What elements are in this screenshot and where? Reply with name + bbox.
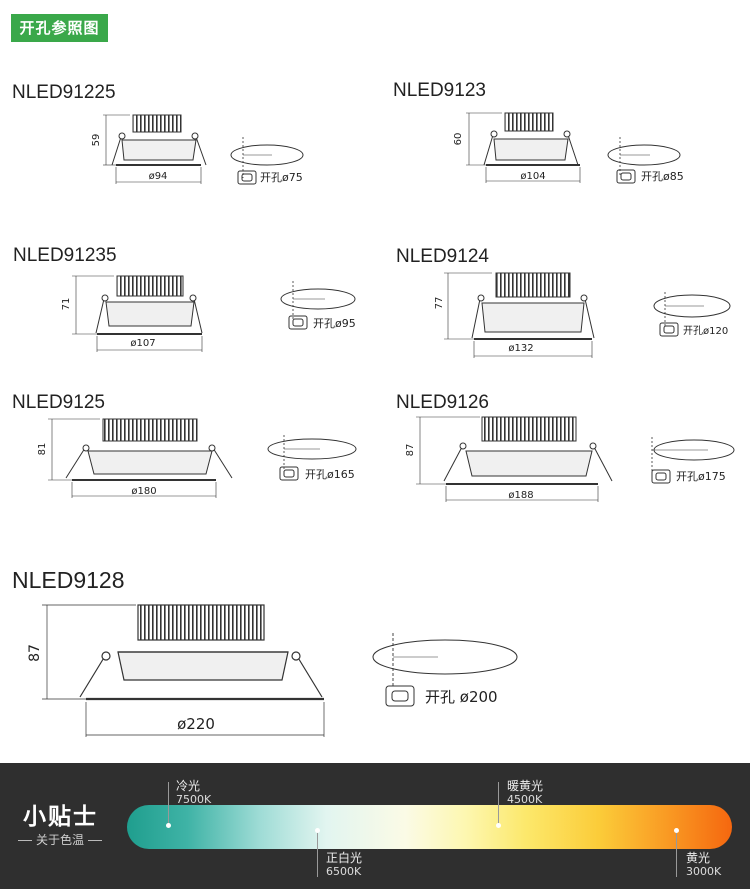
cutout-drawing: [267, 435, 357, 481]
section-badge: 开孔参照图: [11, 14, 108, 42]
fixture-drawing: [444, 272, 595, 358]
width-label: ø188: [508, 490, 533, 501]
temperature-name: 冷光: [176, 779, 201, 793]
tips-subtitle: 关于色温: [14, 831, 106, 848]
fixture-drawing: [416, 416, 613, 502]
model-title: NLED91225: [12, 82, 116, 103]
temperature-kelvin: 7500K: [176, 793, 212, 806]
model-title: NLED9125: [12, 392, 105, 413]
fixture-drawing: [72, 275, 203, 352]
drawings-canvas: 59 ø94 开孔ø75 60 ø104 开孔ø85: [27, 112, 735, 737]
width-label: ø132: [508, 343, 533, 354]
width-label: ø107: [130, 338, 155, 349]
tips-subtitle-text: 关于色温: [36, 833, 85, 847]
width-label: ø94: [149, 171, 168, 182]
cutout-label: 开孔ø85: [641, 170, 684, 183]
fixture-drawing: [466, 112, 581, 183]
model-title: NLED9123: [393, 80, 486, 101]
cutout-label: 开孔ø95: [313, 317, 356, 330]
temperature-label: 正白光 6500K: [326, 851, 363, 879]
cutout-drawing: [372, 633, 518, 707]
model-title: NLED9126: [396, 392, 489, 413]
cutout-label: 开孔ø175: [676, 470, 726, 483]
marker-line: [498, 782, 499, 825]
height-label: 71: [61, 298, 72, 311]
height-label: 77: [434, 297, 445, 310]
fixture-drawing: [42, 604, 325, 737]
height-label: 87: [405, 444, 416, 457]
height-label: 60: [453, 133, 464, 146]
temperature-label: 冷光 7500K: [176, 779, 212, 807]
temperature-kelvin: 4500K: [507, 793, 543, 806]
cutout-label: 开孔ø165: [305, 468, 355, 481]
temperature-name: 正白光: [326, 851, 363, 865]
marker-dot: [314, 828, 320, 833]
temperature-name: 暖黄光: [507, 779, 544, 793]
width-label: ø180: [131, 486, 156, 497]
cutout-label: 开孔 ø200: [425, 688, 498, 706]
height-label: 81: [37, 443, 48, 456]
width-label: ø104: [520, 171, 545, 182]
marker-line: [676, 830, 677, 877]
temperature-kelvin: 3000K: [686, 865, 722, 878]
color-temperature-bar: [127, 805, 732, 849]
marker-dot: [495, 823, 501, 828]
fixture-drawing: [103, 114, 207, 184]
height-label: 87: [27, 644, 43, 662]
temperature-label: 黄光 3000K: [686, 851, 722, 879]
height-label: 59: [91, 134, 102, 147]
cutout-label: 开孔ø75: [260, 171, 303, 184]
temperature-kelvin: 6500K: [326, 865, 362, 878]
model-title: NLED9128: [12, 567, 125, 593]
fixture-drawing: [48, 418, 233, 498]
marker-line: [168, 782, 169, 825]
cutout-label: 开孔ø120: [683, 325, 728, 337]
model-title: NLED91235: [13, 245, 117, 266]
model-title: NLED9124: [396, 246, 489, 267]
width-label: ø220: [177, 715, 215, 733]
cutout-drawing: [230, 137, 304, 185]
tips-title: 小贴士: [23, 804, 98, 830]
marker-dot: [165, 823, 171, 828]
temperature-name: 黄光: [686, 851, 711, 865]
marker-line: [317, 830, 318, 877]
cutout-drawing: [651, 437, 735, 484]
marker-dot: [673, 828, 679, 833]
temperature-label: 暖黄光 4500K: [507, 779, 544, 807]
cutout-drawing: [280, 281, 356, 330]
cutout-drawing: [607, 137, 681, 184]
cutout-drawing: [653, 292, 731, 337]
